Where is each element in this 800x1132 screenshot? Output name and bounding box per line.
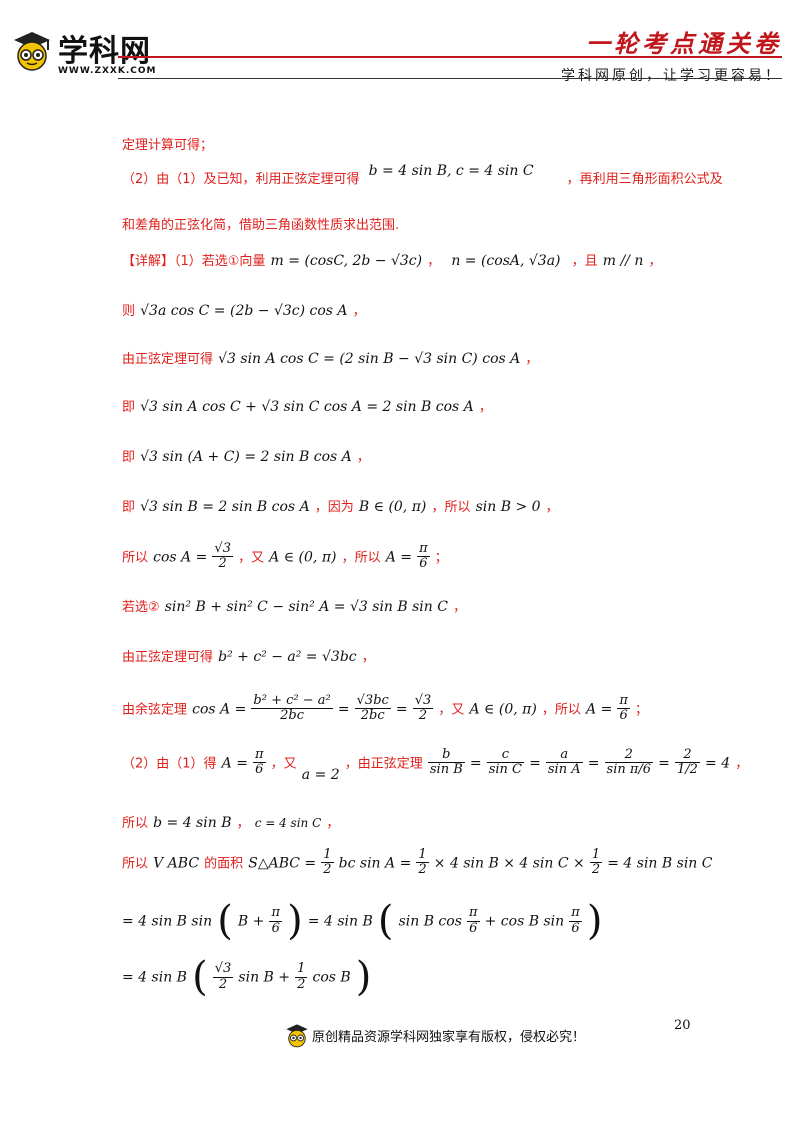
header-rule-top bbox=[118, 56, 782, 58]
page-number: 20 bbox=[674, 1018, 691, 1033]
series-title: 一轮考点通关卷 bbox=[586, 29, 782, 58]
text-line-7: 即 √3 sin A cos C + √3 sin C cos A = 2 si… bbox=[122, 399, 492, 415]
text-line-12: 由正弦定理可得 b² + c² − a² = √3bc ， bbox=[122, 649, 375, 665]
mascot-face-icon bbox=[14, 32, 50, 71]
footer-copyright: 原创精品资源学科网独家享有版权，侵权必究！ bbox=[284, 1022, 585, 1048]
mascot-face-icon bbox=[286, 1024, 308, 1048]
header-rule-bottom bbox=[118, 78, 782, 79]
text-line-5: 则 √3a cos C = (2b − √3c) cos A ， bbox=[122, 303, 366, 319]
text-line-4: 【详解】（1）若选①向量 m = (cosC, 2b − √3c) ， n = … bbox=[122, 253, 662, 269]
text-line-8: 即 √3 sin (A + C) = 2 sin B cos A ， bbox=[122, 449, 370, 465]
logo-url: WWW.ZXXK.COM bbox=[58, 66, 157, 76]
header-right: 一轮考点通关卷 学科网原创，让学习更容易！ bbox=[522, 24, 782, 85]
logo-text: 学科网 bbox=[58, 34, 151, 69]
text-line-2: （2）由（1）及已知，利用正弦定理可得 b = 4 sin B, c = 4 s… bbox=[122, 163, 723, 187]
text-line-15: 所以 b = 4 sin B ， c = 4 sin C ， bbox=[122, 815, 340, 831]
text-line-6: 由正弦定理可得 √3 sin A cos C = (2 sin B − √3 s… bbox=[122, 351, 539, 367]
footer-text: 原创精品资源学科网独家享有版权，侵权必究！ bbox=[312, 1029, 586, 1045]
site-logo: 学科网 WWW.ZXXK.COM bbox=[10, 24, 160, 80]
text-line-1: 定理计算可得； bbox=[122, 138, 214, 153]
text-line-9: 即 √3 sin B = 2 sin B cos A ，因为 B ∈ (0, π… bbox=[122, 499, 559, 515]
header-slogan: 学科网原创，让学习更容易！ bbox=[561, 68, 782, 84]
text-line-11: 若选② sin² B + sin² C − sin² A = √3 sin B … bbox=[122, 599, 467, 615]
text-line-3: 和差角的正弦化简，借助三角函数性质求出范围. bbox=[122, 218, 400, 233]
